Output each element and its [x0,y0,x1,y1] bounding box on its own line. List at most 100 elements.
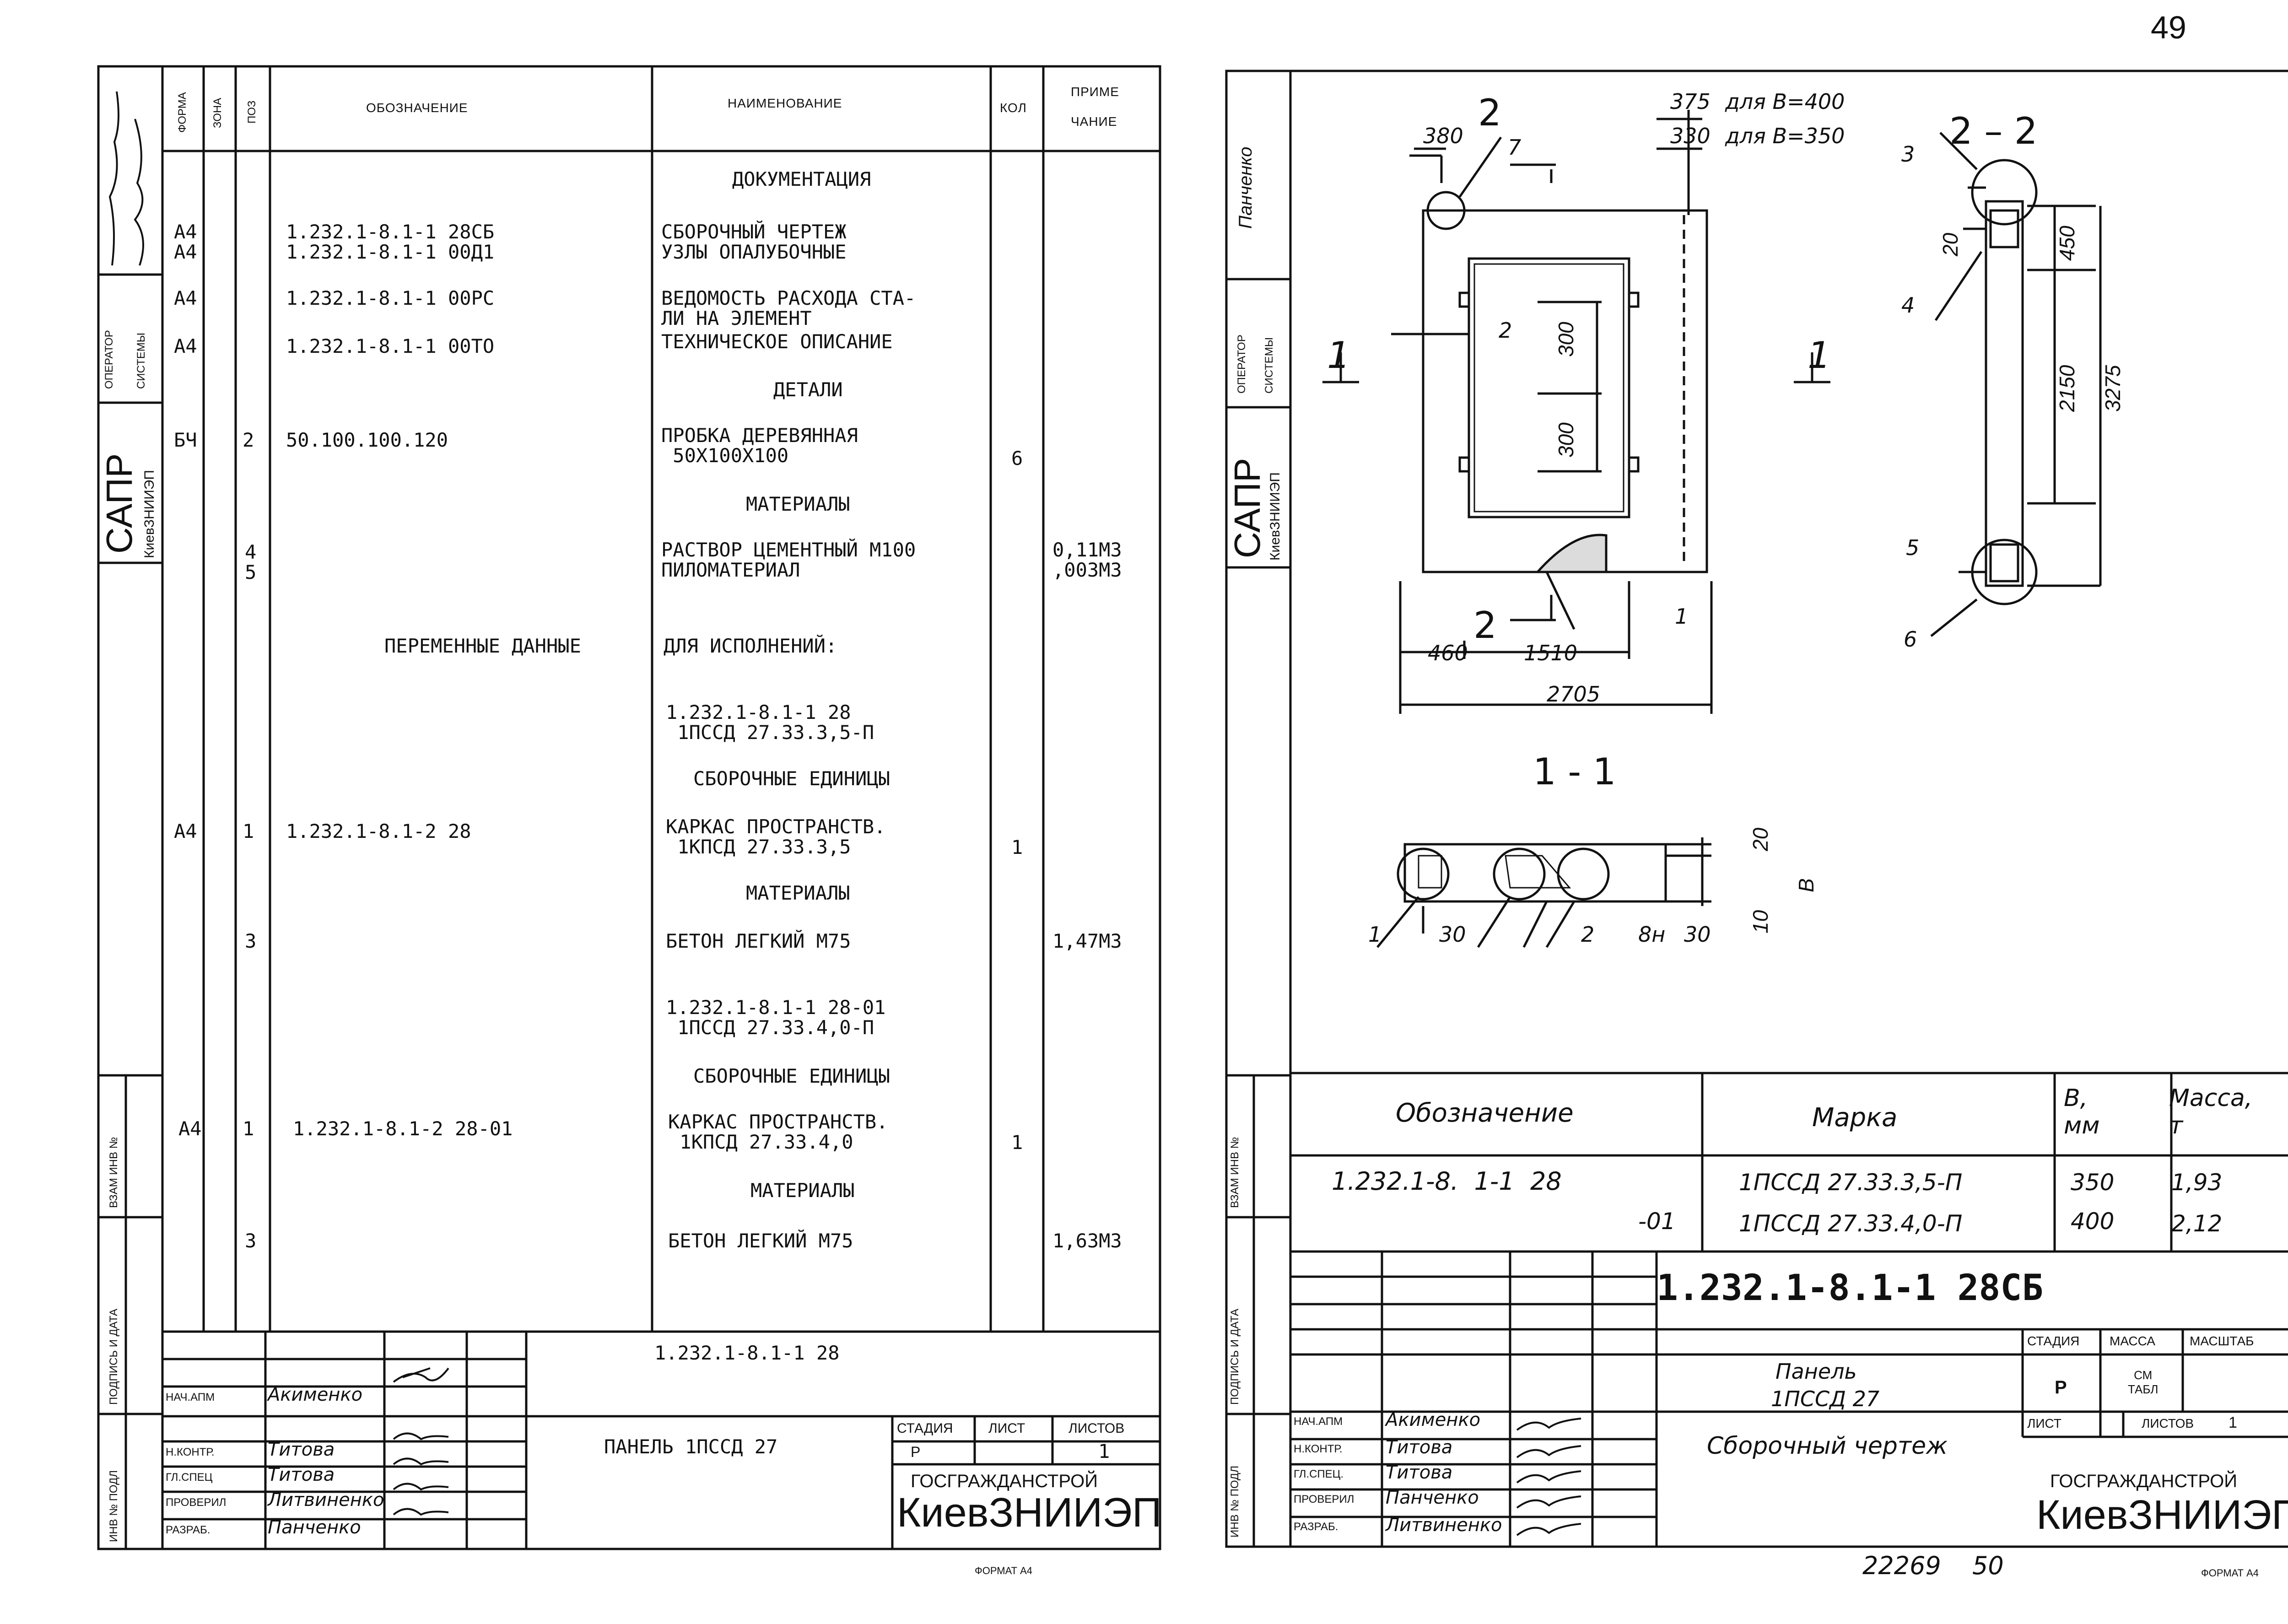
hdr-name: НАИМЕНОВАНИЕ [728,96,842,110]
row-18-name: БЕТОН ЛЕГКИЙ М75 [668,1230,853,1252]
left-margin-signature [108,91,144,266]
pos-3: 3 [1901,142,1915,167]
left-tb-name-1: Титова [268,1439,335,1460]
hdr-designation: ОБОЗНАЧЕНИЕ [366,101,468,115]
tbl-r2-b: 400 [2071,1208,2115,1235]
hdr-note2: ЧАНИЕ [1071,114,1117,129]
left-tb-stage: Р [911,1444,921,1460]
row-5-name: ПРОБКА ДЕРЕВЯННАЯ 50Х100Х100 [661,424,858,467]
sec-1-left-label: 1 [1327,334,1350,377]
assembly-drawing [1322,110,2102,948]
row-14-name: 1.232.1-8.1-1 28-01 1ПССД 27.33.4,0-П [666,996,886,1039]
right-margin-operator: ОПЕРАТОР [1236,335,1248,394]
row-16-name: КАРКАС ПРОСТРАНСТВ. 1КПСД 27.33.4,0 [668,1111,888,1153]
left-tb-role-0: НАЧ.АПМ [166,1391,215,1403]
row-12-name: МАТЕРИАЛЫ [746,882,850,904]
row-7-name: РАСТВОР ЦЕМЕНТНЫЙ М100 ПИЛОМАТЕРИАЛ [661,539,916,581]
left-tb-stage-h: СТАДИЯ [897,1421,953,1436]
pos-6: 6 [1904,627,1917,652]
dim-375: 375 [1670,89,1711,114]
dim-1-1-10: 10 [1748,910,1772,933]
right-tb-name-2: Титова [1386,1462,1453,1483]
tbl-r1-mass: 1,93 [2171,1169,2223,1196]
right-tb-name-0: Акименко [1386,1409,1481,1430]
sec-1-right-label: 1 [1808,334,1831,377]
row-3-format: А4 [174,335,197,357]
left-margin-org: КиевЗНИИЭП [142,470,157,558]
footer-number: 22269 [1862,1551,1941,1580]
left-tb-name-2: Титова [268,1464,335,1485]
hdr-pos: ПОЗ [246,100,258,124]
pos-5: 5 [1906,535,1920,560]
tbl-r1-b: 350 [2071,1169,2115,1196]
dim-1-1-30b: 30 [1684,922,1711,947]
pos-4: 4 [1901,293,1915,318]
row-2-name: ВЕДОМОСТЬ РАСХОДА СТА- ЛИ НА ЭЛЕМЕНТ [661,287,916,329]
tbl-r2-mark: 1ПССД 27.33.4,0-П [1739,1210,1963,1237]
row-16-qty: 1 [1011,1131,1023,1154]
hdr-format: ФОРМА [176,92,189,133]
left-margin-podpis: ПОДПИСЬ И ДАТА [108,1308,120,1405]
pos-2: 2 [1499,318,1512,343]
left-tb-sheets: 1 [1098,1440,1110,1462]
row-2-designation: 1.232.1-8.1-1 00РС [286,287,495,309]
row-11-designation: 1.232.1-8.1-2 28 [286,820,471,842]
right-tb-stage-h: СТАДИЯ [2027,1334,2080,1348]
left-margin-operator: ОПЕРАТОР [103,330,115,389]
row-16-format: А4 [178,1117,202,1140]
right-tb-name-3: Панченко [1386,1487,1479,1508]
right-tb-name-1: Титова [1386,1437,1453,1458]
sec-1-1-title: 1 - 1 [1533,750,1616,793]
dim-2-2-20: 20 [1938,232,1962,256]
pos-1: 1 [1675,604,1689,629]
tbl-h-mass: Масса, т [2169,1084,2253,1139]
row-8-designation: ПЕРЕМЕННЫЕ ДАННЫЕ [384,635,581,657]
row-5-qty: 6 [1011,447,1023,469]
dim-450: 450 [2055,226,2079,261]
row-1-name: СБОРОЧНЫЙ ЧЕРТЕЖ УЗЛЫ ОПАЛУБОЧНЫЕ [661,221,847,263]
dim-460: 460 [1428,641,1468,665]
frame-outline [1468,257,1630,518]
row-13-name: БЕТОН ЛЕГКИЙ М75 [666,930,851,952]
row-16-designation: 1.232.1-8.1-2 28-01 [293,1117,513,1140]
row-2-format: А4 [174,287,197,309]
dim-2150: 2150 [2055,365,2079,412]
row-8-name: ДЛЯ ИСПОЛНЕНИЙ: [664,635,837,657]
tbl-h-b: В, мм [2064,1084,2100,1139]
row-16-pos: 1 [243,1117,254,1140]
right-tb-title2: 1ПССД 27 [1771,1387,1880,1411]
right-tb-title1: Панель [1775,1359,1857,1384]
left-margin-inv-podl: ИНВ № ПОДЛ [108,1470,120,1542]
row-3-name: ТЕХНИЧЕСКОЕ ОПИСАНИЕ [661,330,893,353]
left-margin-vzam: ВЗАМ ИНВ № [108,1137,120,1208]
dim-1-1-30a: 30 [1439,922,1466,947]
row-1-designation: 1.232.1-8.1-1 28СБ 1.232.1-8.1-1 00Д1 [286,221,495,263]
left-tb-name-0: Акименко [268,1384,363,1405]
tbl-r2-mass: 2,12 [2171,1210,2223,1237]
left-tb-role-2: ГЛ.СПЕЦ [166,1471,213,1484]
right-margin-org: КиевЗНИИЭП [1268,472,1283,561]
footer-number-2: 50 [1972,1551,2004,1580]
row-17-name: МАТЕРИАЛЫ [750,1179,855,1202]
row-0-name: ДОКУМЕНТАЦИЯ [732,168,871,190]
right-margin-signer: Панченко [1236,146,1256,229]
tbl-r1-mark: 1ПССД 27.33.3,5-П [1739,1169,1963,1196]
left-tb-org2: КиевЗНИИЭП [897,1490,1162,1536]
right-tb-mass: СМ ТАБЛ [2128,1368,2158,1396]
row-13-note: 1,47М3 [1052,930,1122,952]
row-11-qty: 1 [1011,836,1023,858]
right-sheet-frame [1225,70,2288,1548]
dim-1510: 1510 [1524,641,1578,665]
right-tb-role-1: Н.КОНТР. [1294,1443,1343,1455]
dim-330: 330 [1670,124,1711,148]
row-4-name: ДЕТАЛИ [773,378,843,401]
right-margin-sapr: САПР [1227,458,1268,558]
right-tb-role-2: ГЛ.СПЕЦ. [1294,1468,1344,1480]
row-3-designation: 1.232.1-8.1-1 00ТО [286,335,495,357]
right-tb-org1: ГОСГРАЖДАНСТРОЙ [2050,1471,2238,1491]
row-9-name: 1.232.1-8.1-1 28 1ПССД 27.33.3,5-П [666,701,874,744]
dim-1-1-B: В [1794,878,1818,892]
tbl-h-designation: Обозначение [1396,1098,1574,1128]
left-tb-name-4: Панченко [268,1517,361,1538]
right-tb-name-4: Литвиненко [1386,1515,1502,1536]
